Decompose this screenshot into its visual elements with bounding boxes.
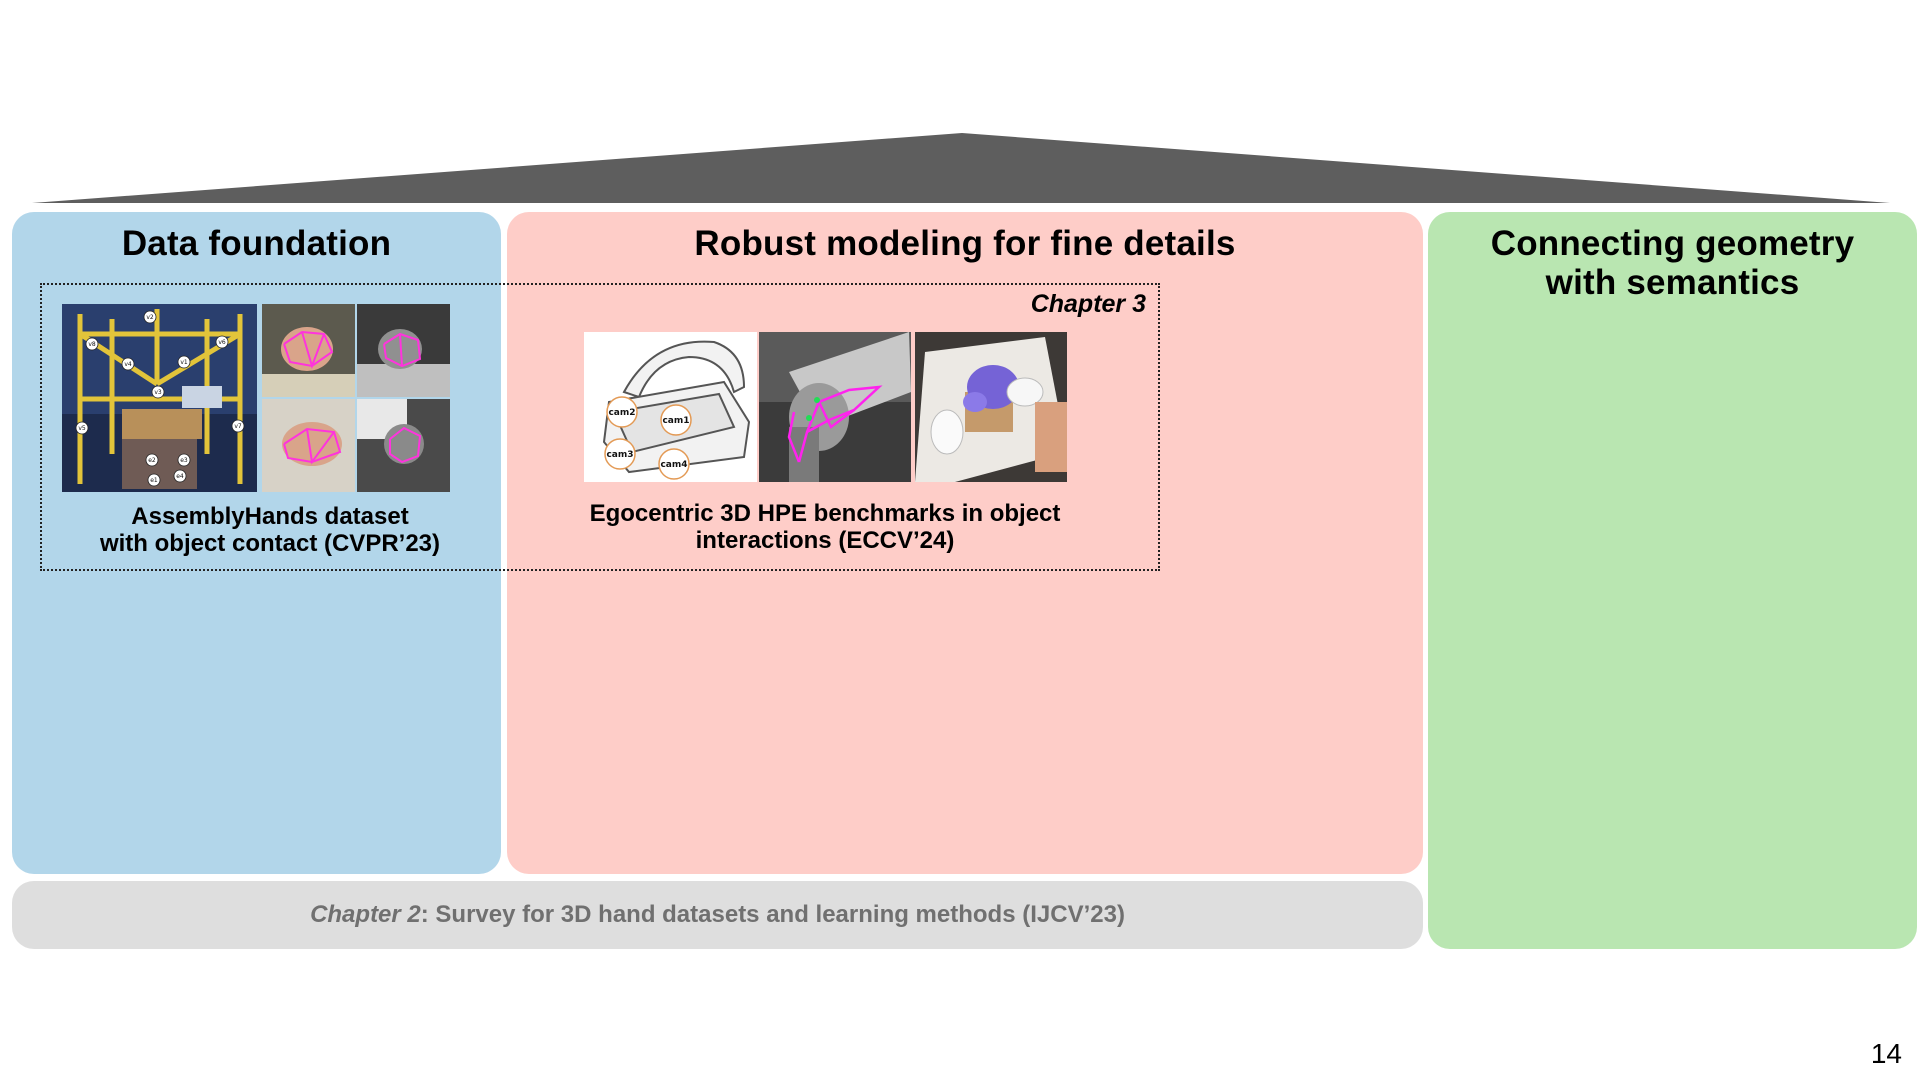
rig-camera-label: v1 <box>180 359 188 366</box>
survey-description: : Survey for 3D hand datasets and learni… <box>420 901 1125 928</box>
rig-camera-label: v5 <box>78 425 86 432</box>
cam2-label: cam2 <box>608 408 635 418</box>
chapter3-box <box>40 283 1160 571</box>
survey-foundation-bar <box>12 881 1423 949</box>
assemblyhands-rig-image: v2 v8 v4 v6 v1 v3 v5 v7 e2 e3 e1 e4 <box>62 304 257 492</box>
rig-camera-label: v7 <box>234 423 242 430</box>
survey-bar-text: Chapter 2: Survey for 3D hand datasets a… <box>12 901 1423 929</box>
robust-modeling-title: Robust modeling for fine details <box>694 224 1236 263</box>
assemblyhands-caption-line2: with object contact (CVPR’23) <box>99 530 441 557</box>
chapter3-label: Chapter 3 <box>1030 290 1146 318</box>
egocentric-caption-line2: interactions (ECCV’24) <box>695 527 955 554</box>
rig-camera-label: e4 <box>176 473 184 480</box>
connecting-title-line2: with semantics <box>1545 263 1800 302</box>
rig-camera-label: v8 <box>88 341 96 348</box>
rig-camera-label: e2 <box>148 457 156 464</box>
data-foundation-title: Data foundation <box>121 224 392 263</box>
roof-triangle <box>32 133 1890 203</box>
assemblyhands-caption-line1: AssemblyHands dataset <box>131 503 409 530</box>
connecting-geometry-title: Connecting geometry with semantics <box>1428 224 1917 302</box>
rig-camera-label: v4 <box>124 361 132 368</box>
egocentric-object-interaction-image <box>915 332 1067 482</box>
cam3-label: cam3 <box>606 450 633 460</box>
rig-camera-label: e3 <box>180 457 188 464</box>
rig-camera-label: v6 <box>218 339 226 346</box>
headset-cameras-image: cam2 cam1 cam3 cam4 <box>584 332 757 482</box>
cam4-label: cam4 <box>660 460 687 470</box>
rig-camera-label: v3 <box>154 389 162 396</box>
assemblyhands-caption: AssemblyHands dataset with object contac… <box>60 503 480 557</box>
assemblyhands-hand-crops <box>262 304 450 492</box>
chapter2-label: Chapter 2 <box>310 901 421 928</box>
page-number: 14 <box>1870 1038 1902 1069</box>
rig-camera-label: v2 <box>146 314 154 321</box>
egocentric-caption-line1: Egocentric 3D HPE benchmarks in object <box>589 500 1061 527</box>
connecting-geometry-panel <box>1428 212 1917 949</box>
robust-modeling-panel <box>507 212 1423 874</box>
egocentric-hand-pose-image <box>759 332 911 482</box>
rig-camera-label: e1 <box>150 477 158 484</box>
egocentric-caption: Egocentric 3D HPE benchmarks in object i… <box>560 500 1090 554</box>
connecting-title-line1: Connecting geometry <box>1490 224 1855 263</box>
cam1-label: cam1 <box>662 416 689 426</box>
